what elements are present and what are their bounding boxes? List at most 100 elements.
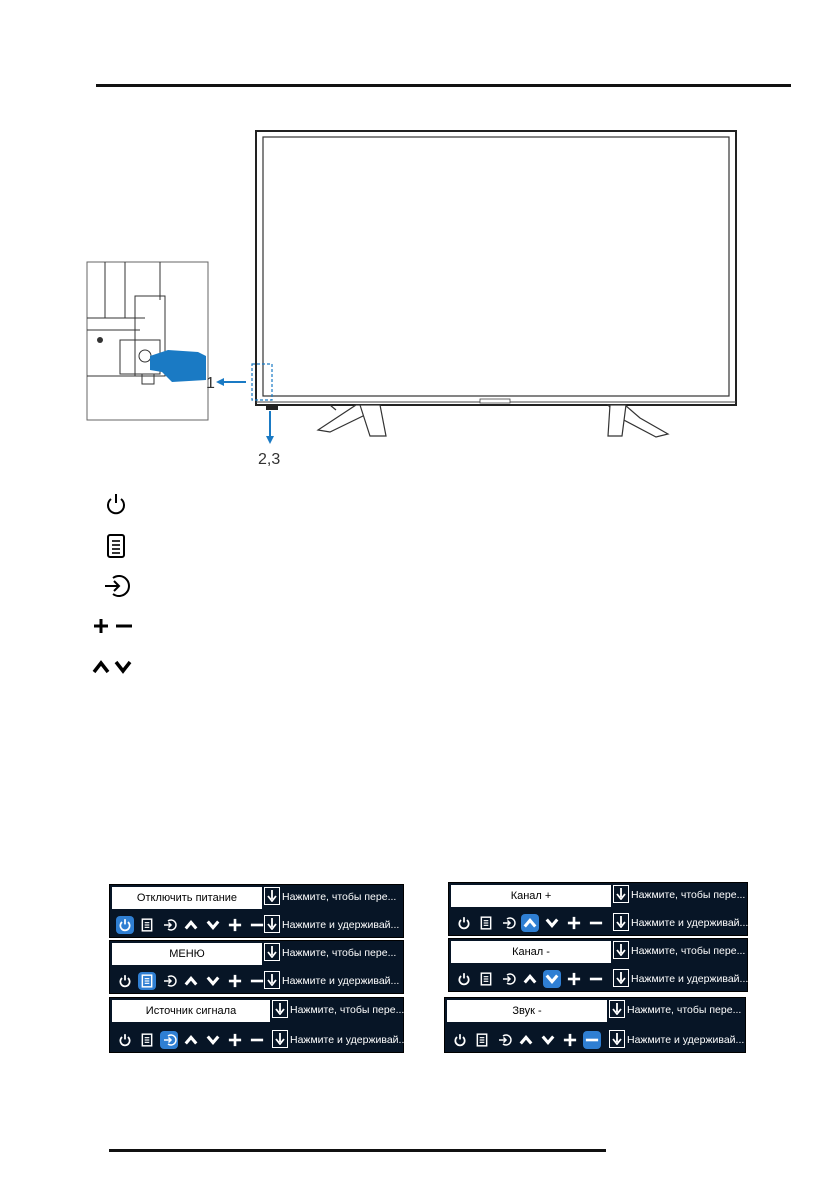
tv-illustration: 1 2,3	[86, 130, 737, 468]
up-down-icon	[90, 648, 138, 684]
osd-hint-press: Нажмите, чтобы пере...	[627, 1004, 742, 1016]
up-icon	[521, 970, 539, 988]
menu-icon	[138, 972, 156, 990]
source-icon	[499, 914, 517, 932]
arrow-down-icon	[609, 1030, 625, 1048]
hand-shape	[150, 350, 206, 382]
plus-icon	[226, 972, 244, 990]
menu-icon	[138, 1031, 156, 1049]
tv-stand-left	[316, 404, 387, 437]
power-icon	[455, 970, 473, 988]
plus-icon	[565, 970, 583, 988]
source-icon	[499, 970, 517, 988]
source-icon	[160, 916, 178, 934]
arrow-down-icon	[272, 1030, 288, 1048]
power-icon	[451, 1031, 469, 1049]
osd-panel-title: Источник сигнала	[112, 1000, 270, 1022]
footer-rule	[109, 1149, 606, 1152]
osd-hint-hold: Нажмите и удерживай...	[631, 917, 749, 929]
arrow-down-icon	[264, 971, 280, 989]
osd-panel: Источник сигнала Нажмите, чтобы пере... На…	[109, 997, 408, 1053]
arrow-down-icon	[613, 969, 629, 987]
osd-icon-row	[451, 1031, 601, 1049]
down-icon	[204, 1031, 222, 1049]
arrow-down-icon	[272, 1000, 288, 1018]
osd-panel: Канал + Нажмите, чтобы пере... Нажмите и у…	[448, 882, 748, 936]
osd-icon-row	[455, 970, 605, 988]
plus-icon	[226, 1031, 244, 1049]
source-icon	[495, 1031, 513, 1049]
source-icon	[160, 1031, 178, 1049]
power-icon	[116, 916, 134, 934]
plus-minus-icon	[90, 608, 138, 644]
up-icon	[182, 916, 200, 934]
minus-icon	[248, 1031, 266, 1049]
minus-icon	[583, 1031, 601, 1049]
down-icon	[543, 914, 561, 932]
tv-button	[266, 405, 278, 410]
menu-icon	[138, 916, 156, 934]
tv-stand-right	[606, 404, 670, 438]
power-icon	[116, 1031, 134, 1049]
osd-hint-press: Нажмите, чтобы пере...	[282, 947, 397, 959]
up-icon	[521, 914, 539, 932]
menu-icon	[96, 528, 136, 564]
osd-hint-press: Нажмите, чтобы пере...	[631, 889, 746, 901]
down-icon	[204, 972, 222, 990]
minus-icon	[587, 970, 605, 988]
callout-1-label: 1	[206, 375, 215, 392]
osd-hint-hold: Нажмите и удерживай...	[631, 973, 749, 985]
plus-icon	[565, 914, 583, 932]
osd-panel-title: Звук -	[447, 1000, 607, 1022]
up-icon	[182, 972, 200, 990]
osd-hint-press: Нажмите, чтобы пере...	[282, 891, 397, 903]
source-icon	[160, 972, 178, 990]
osd-hint-hold: Нажмите и удерживай...	[627, 1034, 745, 1046]
arrow-down-icon	[264, 915, 280, 933]
menu-icon	[477, 914, 495, 932]
osd-hint-hold: Нажмите и удерживай...	[282, 975, 400, 987]
minus-icon	[248, 972, 266, 990]
source-icon	[96, 568, 136, 604]
callout-23-label: 2,3	[258, 451, 280, 468]
power-icon	[116, 972, 134, 990]
inset-closeup	[86, 261, 209, 421]
osd-panel-title: МЕНЮ	[112, 943, 262, 965]
up-icon	[517, 1031, 535, 1049]
tv-screen	[262, 136, 730, 397]
up-icon	[182, 1031, 200, 1049]
arrow-down-icon	[613, 885, 629, 903]
arrow-down-icon	[264, 887, 280, 905]
plus-icon	[561, 1031, 579, 1049]
down-icon	[543, 970, 561, 988]
osd-icon-row	[455, 914, 605, 932]
osd-panel-title: Канал +	[451, 885, 611, 907]
menu-icon	[477, 970, 495, 988]
osd-hint-press: Нажмите, чтобы пере...	[290, 1004, 405, 1016]
osd-panel: Канал -Нажмите, чтобы пере...Нажмите и у…	[448, 938, 748, 992]
header-rule	[96, 84, 791, 87]
osd-panel: Звук - Нажмите, чтобы пере... Нажмите и уд…	[444, 997, 746, 1053]
down-icon	[539, 1031, 557, 1049]
plus-icon	[226, 916, 244, 934]
arrow-down-icon	[609, 1000, 625, 1018]
osd-panel-title: Отключить питание	[112, 887, 262, 909]
osd-panel: Отключить питание Нажмите, чтобы пере... Н…	[109, 884, 404, 938]
osd-panel: МЕНЮ Нажмите, чтобы пере... Нажмите и удер…	[109, 940, 404, 994]
icon-legend	[92, 484, 144, 684]
osd-icon-row	[116, 972, 266, 990]
arrow-down-icon	[264, 943, 280, 961]
down-icon	[204, 916, 222, 934]
osd-hint-hold: Нажмите и удерживай...	[290, 1034, 408, 1046]
osd-hint-hold: Нажмите и удерживай...	[282, 919, 400, 931]
menu-icon	[473, 1031, 491, 1049]
osd-hint-press: Нажмите, чтобы пере...	[631, 945, 746, 957]
minus-icon	[248, 916, 266, 934]
power-icon	[96, 486, 136, 522]
arrow-down-icon	[613, 913, 629, 931]
osd-icon-row	[116, 916, 266, 934]
arrow-down-icon	[613, 941, 629, 959]
osd-icon-row	[116, 1031, 266, 1049]
power-icon	[455, 914, 473, 932]
minus-icon	[587, 914, 605, 932]
